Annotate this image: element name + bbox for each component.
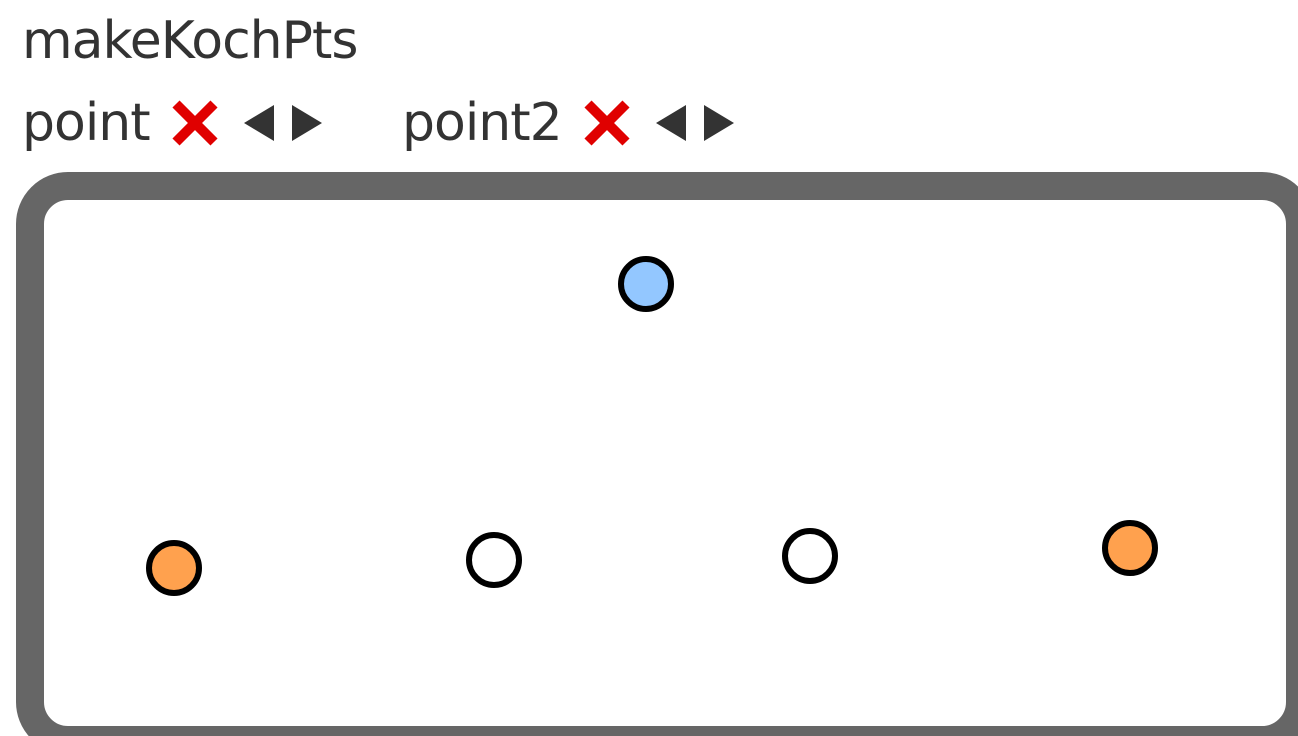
param-point: point — [22, 88, 324, 158]
close-icon[interactable] — [170, 100, 220, 146]
output-point-peak — [618, 256, 674, 312]
triangle-left-icon[interactable] — [242, 103, 276, 143]
param-label-point2: point2 — [402, 93, 563, 153]
input-point-end[interactable] — [1102, 520, 1158, 576]
output-point-two-thirds — [782, 528, 838, 584]
triangle-left-icon[interactable] — [654, 103, 688, 143]
triangle-right-icon[interactable] — [290, 103, 324, 143]
input-point-start[interactable] — [146, 540, 202, 596]
param-point2: point2 — [402, 88, 736, 158]
param-label-point: point — [22, 93, 151, 153]
block-title: makeKochPts — [22, 11, 358, 71]
close-icon[interactable] — [582, 100, 632, 146]
output-point-one-third — [466, 532, 522, 588]
triangle-right-icon[interactable] — [702, 103, 736, 143]
